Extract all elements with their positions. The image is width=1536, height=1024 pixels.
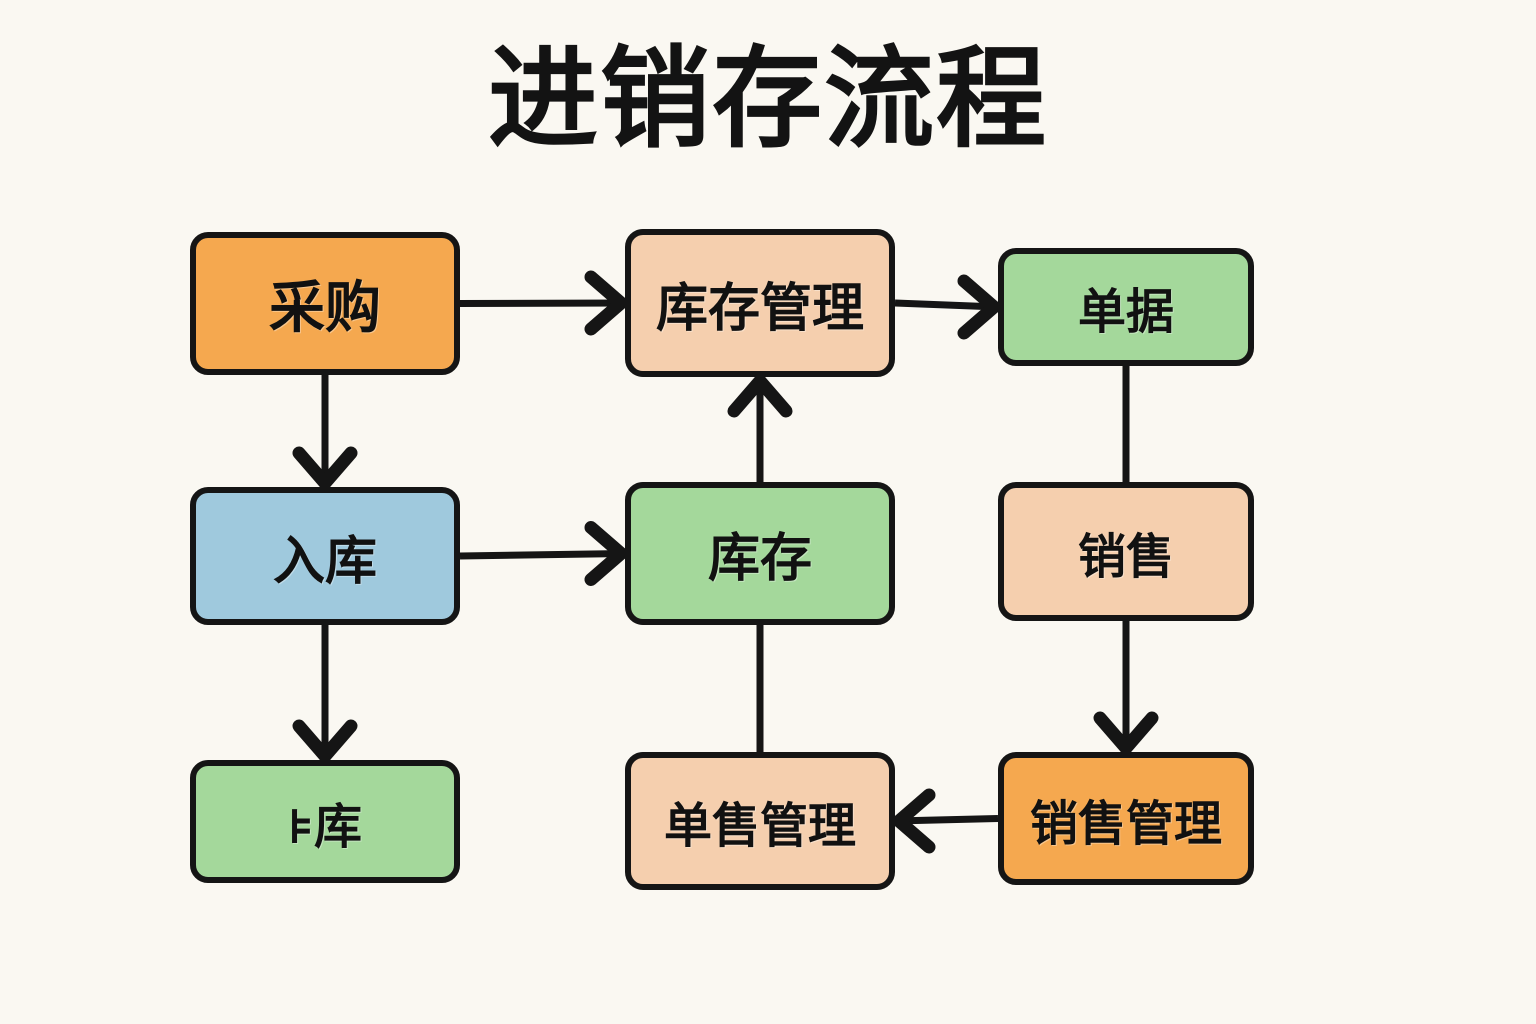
node-label: ⊧库: [287, 798, 363, 855]
edge-line: [894, 815, 999, 825]
node-inventory-mgmt[interactable]: 库存管理: [625, 229, 895, 377]
arrowhead-icon: [292, 719, 358, 763]
node-label: 单据: [1077, 284, 1174, 340]
node-label: 库存管理: [655, 278, 864, 339]
edge-sales-to-sales-mgmt: [1093, 621, 1159, 755]
node-label: 库存: [707, 529, 812, 589]
node-label: 单售管理: [663, 798, 856, 854]
node-label: 销售: [1077, 528, 1174, 585]
arrowhead-icon: [292, 446, 358, 490]
arrowhead-icon: [957, 274, 1001, 340]
edge-stock-in-to-inventory: [459, 521, 628, 586]
edge-purchase-to-inventory-mgmt: [459, 270, 628, 336]
node-label: 入库: [272, 531, 377, 592]
edge-line: [459, 299, 626, 307]
edge-inventory-to-inventory-mgmt: [727, 374, 793, 482]
arrowhead-icon: [584, 521, 628, 586]
node-document-mgmt[interactable]: 单售管理: [625, 752, 895, 890]
edge-line: [894, 299, 999, 311]
node-documents[interactable]: 单据: [998, 248, 1254, 366]
node-inventory[interactable]: 库存: [625, 482, 895, 625]
edge-sales-mgmt-to-document-mgmt: [892, 788, 999, 854]
edge-line: [459, 550, 626, 560]
node-sales[interactable]: 销售: [998, 482, 1254, 621]
node-stock-in[interactable]: 入库: [190, 487, 460, 625]
node-purchase[interactable]: 采购: [190, 232, 460, 375]
node-sales-mgmt[interactable]: 销售管理: [998, 752, 1254, 885]
edge-inventory-mgmt-to-documents: [894, 274, 1001, 340]
node-stock-out[interactable]: ⊧库: [190, 760, 460, 883]
arrowhead-icon: [727, 374, 793, 418]
arrowhead-icon: [892, 788, 936, 854]
node-label: 销售管理: [1029, 795, 1222, 852]
page-title: 进销存流程: [488, 35, 1048, 163]
edge-stock-in-to-stock-out: [292, 625, 358, 763]
arrowhead-icon: [584, 270, 628, 336]
edge-purchase-to-stock-in: [292, 375, 358, 490]
arrowhead-icon: [1093, 711, 1159, 755]
node-label: 采购: [269, 276, 381, 341]
